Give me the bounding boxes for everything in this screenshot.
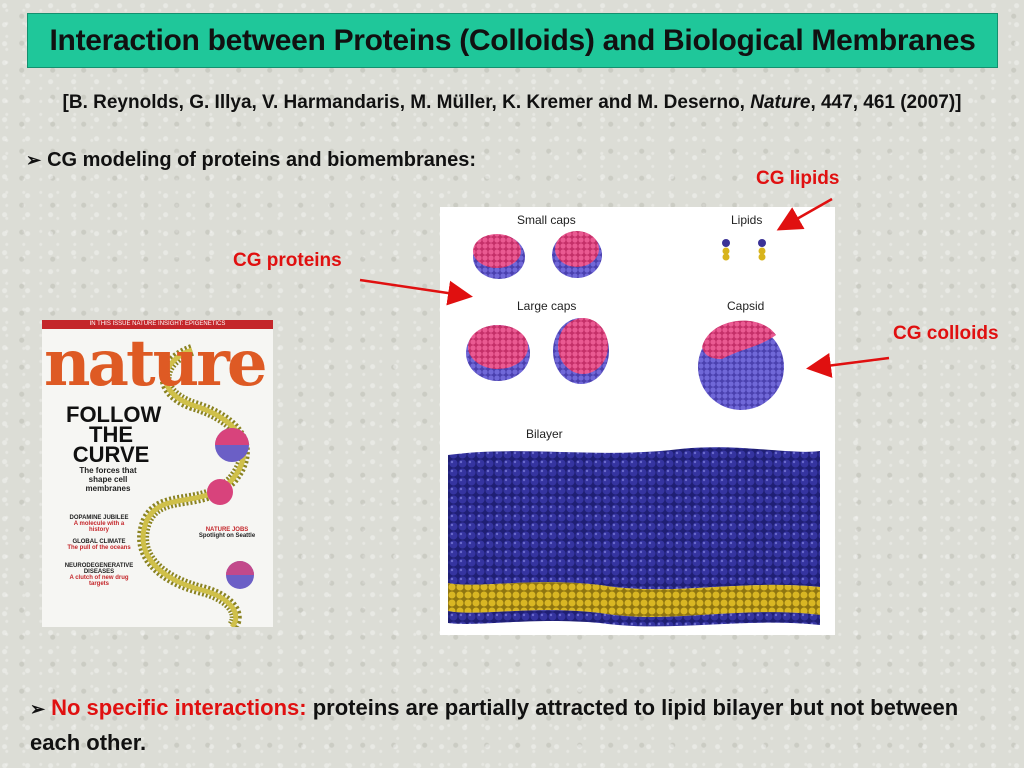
simulation-figure: Small caps Lipids Large caps Capsid Bila… <box>440 207 835 635</box>
large-cap-2 <box>553 318 609 384</box>
cover-item-3: NEURODEGENERATIVE DISEASES A clutch of n… <box>64 563 134 587</box>
bilayer-slab <box>448 447 820 627</box>
arrow-cg-lipids <box>776 197 833 231</box>
bullet2-arrow-icon: ➢ <box>30 699 46 719</box>
citation-suffix: , 447, 461 (2007)] <box>810 92 962 113</box>
cover-masthead: nature <box>44 326 268 401</box>
caption-bilayer: Bilayer <box>526 427 563 441</box>
cover-headline: FOLLOW THE CURVE <box>66 402 162 467</box>
cover-item-1: DOPAMINE JUBILEE A molecule with a histo… <box>64 515 134 533</box>
arrow-cg-colloids <box>806 353 890 378</box>
slide-title: Interaction between Proteins (Colloids) … <box>27 13 998 68</box>
cover-topbar: IN THIS ISSUE NATURE INSIGHT: EPIGENETIC… <box>42 320 273 329</box>
label-cg-proteins: CG proteins <box>233 250 342 271</box>
cover-item-2-text: The pull of the oceans <box>67 545 131 551</box>
cover-item-3-title: NEURODEGENERATIVE DISEASES <box>64 563 134 575</box>
cover-item-2-title: GLOBAL CLIMATE <box>72 539 126 545</box>
citation-authors: [B. Reynolds, G. Illya, V. Harmandaris, … <box>62 92 745 113</box>
caption-lipids: Lipids <box>731 213 763 227</box>
lipid-2 <box>758 239 766 261</box>
caption-capsid: Capsid <box>727 299 765 313</box>
lipid-1 <box>722 239 730 261</box>
arrow-cg-proteins <box>359 278 473 306</box>
nature-cover-image: IN THIS ISSUE NATURE INSIGHT: EPIGENETIC… <box>42 320 273 627</box>
label-cg-colloids: CG colloids <box>893 323 999 344</box>
cover-membrane-illustration <box>137 344 254 627</box>
cover-item-jobs-text: Spotlight on Seattle <box>198 533 256 539</box>
cover-item-1-title: DOPAMINE JUBILEE <box>69 515 129 521</box>
bullet-arrow-icon: ➢ <box>26 150 42 170</box>
caption-small-caps: Small caps <box>517 213 576 227</box>
cover-subhead: The forces that shape cell membranes <box>79 466 137 493</box>
small-cap-2 <box>552 231 602 278</box>
cover-item-1-text: A molecule with a history <box>73 521 125 533</box>
capsid-sphere <box>698 320 784 410</box>
cover-item-jobs: NATURE JOBS Spotlight on Seattle <box>192 527 262 539</box>
label-cg-lipids: CG lipids <box>756 168 840 189</box>
citation: [B. Reynolds, G. Illya, V. Harmandaris, … <box>0 92 1024 114</box>
large-cap-1 <box>466 325 530 381</box>
citation-journal: Nature <box>750 92 811 113</box>
cover-item-3-text: A clutch of new drug targets <box>69 575 129 587</box>
bullet-cg-modeling: ➢CG modeling of proteins and biomembrane… <box>26 149 476 172</box>
bullet2-highlight: No specific interactions: <box>51 695 307 720</box>
bullet-no-specific-interactions: ➢No specific interactions: proteins are … <box>30 691 1000 760</box>
caption-large-caps: Large caps <box>517 299 577 313</box>
figure-drawing <box>448 231 820 627</box>
cover-item-2: GLOBAL CLIMATE The pull of the oceans <box>64 539 134 551</box>
small-cap-1 <box>473 234 525 279</box>
cover-item-jobs-title: NATURE JOBS <box>205 527 249 533</box>
bullet-cg-modeling-text: CG modeling of proteins and biomembranes… <box>47 149 477 171</box>
slide-title-text: Interaction between Proteins (Colloids) … <box>49 23 976 57</box>
bullet2-text: proteins are partially attracted to lipi… <box>30 695 959 755</box>
